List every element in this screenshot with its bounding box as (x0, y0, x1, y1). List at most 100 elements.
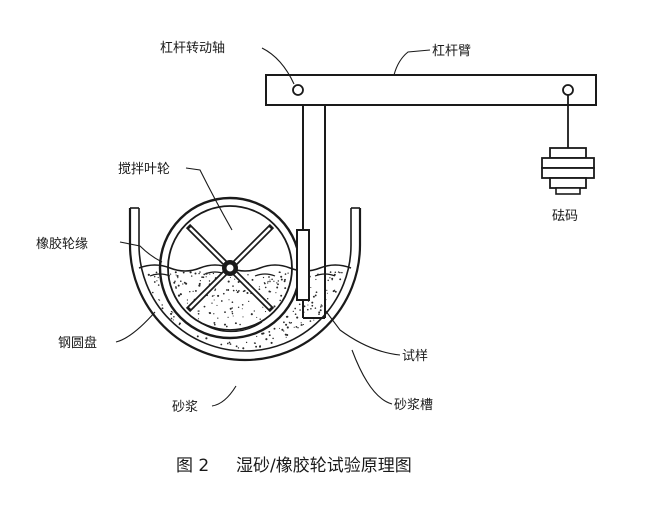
sand-grain (232, 289, 235, 292)
sand-grain (205, 272, 208, 275)
sand-grain (276, 282, 278, 284)
sand-grain (269, 280, 271, 283)
sand-grain (296, 316, 299, 319)
sand-grain (173, 316, 175, 318)
sand-grain (329, 277, 331, 279)
sand-grain (268, 276, 270, 278)
label-pivot: 杠杆转动轴 (160, 40, 225, 56)
sand-grain (287, 272, 289, 274)
sand-grain (273, 305, 276, 308)
sand-grain (288, 321, 291, 324)
sand-grain (294, 307, 297, 310)
sand-grain (203, 273, 206, 276)
sand-grain (255, 345, 258, 348)
sand-grain (241, 304, 244, 306)
sand-grain (229, 307, 232, 310)
specimen-block (296, 229, 310, 301)
sand-grain (156, 280, 158, 282)
sand-grain (217, 294, 220, 297)
sand-grain (299, 309, 301, 311)
sand-grain (189, 271, 192, 274)
sand-grain (309, 320, 312, 322)
sand-grain (280, 275, 283, 278)
sand-grain (242, 290, 245, 293)
sand-grain (334, 271, 337, 273)
sand-grain (339, 271, 341, 274)
sand-grain (284, 333, 287, 336)
sand-grain (237, 306, 240, 309)
sand-grain (314, 294, 317, 297)
sand-grain (199, 280, 201, 282)
sand-grain (220, 300, 223, 302)
sand-grain (313, 319, 315, 321)
sand-grain (197, 310, 199, 312)
sand-grain (186, 299, 189, 301)
sand-grain (307, 304, 309, 306)
sand-grain (258, 288, 261, 291)
sand-grain (279, 299, 282, 302)
sand-grain (329, 271, 332, 273)
weight-stack (541, 95, 595, 195)
sand-grain (222, 292, 225, 295)
label-mortar-tank: 砂浆槽 (394, 398, 433, 413)
sand-grain (211, 302, 213, 304)
label-mortar: 砂浆 (172, 400, 198, 415)
sand-grain (217, 317, 219, 319)
sand-grain (189, 290, 191, 293)
sand-grain (228, 299, 230, 301)
sand-grain (278, 271, 281, 273)
sand-grain (174, 280, 176, 283)
sand-grain (265, 338, 268, 341)
sand-grain (264, 286, 267, 289)
sand-grain (341, 271, 343, 274)
sand-grain (286, 326, 289, 329)
sand-grain (213, 321, 216, 324)
sand-grain (208, 280, 211, 282)
sand-grain (209, 273, 211, 275)
sand-grain (227, 289, 230, 291)
sand-grain (331, 277, 334, 280)
label-weight: 砝码 (552, 209, 578, 224)
sand-grain (293, 326, 295, 328)
sand-grain (155, 271, 158, 274)
sand-grain (170, 317, 173, 320)
sand-grain (182, 283, 184, 285)
sand-grain (248, 300, 250, 303)
sand-grain (276, 286, 279, 289)
sand-grain (300, 322, 302, 324)
sand-grain (247, 274, 249, 276)
sand-grain (227, 280, 230, 283)
sand-grain (273, 327, 276, 330)
sand-grain (237, 347, 240, 349)
sand-grain (259, 318, 261, 320)
sand-grain (277, 280, 280, 282)
sand-grain (173, 281, 176, 284)
sand-grain (153, 281, 156, 283)
sand-grain (314, 307, 317, 309)
sand-grain (177, 294, 181, 297)
sand-grain (333, 273, 336, 276)
sand-grain (182, 271, 185, 274)
sand-grain (326, 292, 328, 294)
sand-grain (231, 301, 234, 304)
sand-grain (310, 286, 312, 289)
sand-grain (317, 273, 319, 276)
sand-grain (185, 282, 188, 285)
sand-grain (302, 324, 305, 326)
sand-grain (198, 272, 200, 275)
sand-grain (284, 278, 286, 281)
sand-grain (320, 305, 322, 308)
sand-grain (253, 342, 256, 344)
sand-grain (283, 330, 285, 332)
sand-grain (262, 306, 264, 308)
sand-grain (152, 291, 154, 294)
sand-grain (306, 308, 309, 311)
sand-grain (280, 278, 283, 281)
sand-grain (268, 290, 271, 293)
sand-grain (225, 325, 228, 328)
sand-grain (176, 274, 179, 278)
sand-grain (334, 290, 337, 293)
sand-grain (245, 341, 248, 344)
sand-grain (226, 342, 229, 345)
sand-grain (327, 279, 329, 282)
